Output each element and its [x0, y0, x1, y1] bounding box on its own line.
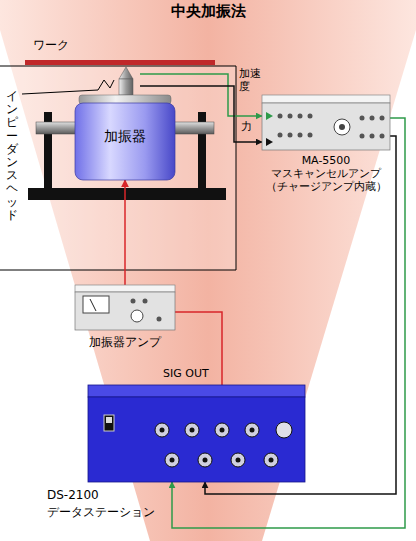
- bnc-connector: [165, 453, 179, 467]
- bnc-pin: [190, 428, 195, 433]
- mass-cancel-amplifier-shape: [262, 95, 390, 150]
- shaker-cylinder: [75, 103, 175, 180]
- output-jack: [360, 134, 365, 139]
- station-front: [88, 397, 305, 482]
- output-jack: [370, 134, 375, 139]
- dial-center: [339, 124, 345, 130]
- bnc-connector: [264, 453, 278, 467]
- node-label: （チャージアンプ内蔵）: [262, 180, 390, 193]
- amp-front: [75, 292, 175, 330]
- knob: [288, 133, 293, 138]
- data-station: DS-2100データステーション: [88, 385, 305, 482]
- bnc-pin: [269, 458, 274, 463]
- level-knob: [131, 310, 143, 322]
- power-switch: [104, 415, 114, 431]
- node-label: MA-5500: [262, 154, 390, 167]
- base-plate: [28, 188, 226, 200]
- output-jack: [380, 116, 385, 121]
- bnc-pin: [236, 458, 241, 463]
- input-jack: [266, 112, 273, 120]
- dial: [334, 119, 350, 135]
- knob: [298, 133, 303, 138]
- bnc-connector: [198, 453, 212, 467]
- bnc-connector: [185, 423, 199, 437]
- knob: [308, 133, 313, 138]
- shaker-body: 加振器: [75, 95, 175, 180]
- node-label: データステーション: [47, 505, 155, 519]
- work-bar-shape: [25, 60, 215, 65]
- station-top: [88, 385, 305, 397]
- output-jack: [370, 116, 375, 121]
- node-label: 加振器アンプ: [75, 335, 175, 349]
- meter-needle: [90, 299, 96, 311]
- shaker-amplifier-shape: [75, 285, 175, 330]
- bnc-connector: [276, 422, 292, 438]
- title: 中央加振法: [0, 2, 416, 21]
- impedance-head: インピーダンスヘッド: [112, 66, 140, 95]
- knob: [143, 299, 148, 304]
- knob: [278, 114, 283, 119]
- amp-top: [75, 285, 175, 292]
- knob: [278, 133, 283, 138]
- node-label: ワーク: [33, 38, 69, 52]
- output-jack: [360, 116, 365, 121]
- node-label: DS-2100: [47, 488, 99, 502]
- signal-label: SIG OUT: [163, 368, 209, 381]
- knob: [288, 114, 293, 119]
- bnc-pin: [160, 428, 165, 433]
- signal-label: 加速度: [239, 68, 263, 93]
- work-plate: [25, 60, 215, 65]
- head-body: [119, 79, 133, 95]
- signal-label: 力: [241, 121, 252, 134]
- input-jack: [266, 138, 273, 146]
- amp-front: [262, 103, 390, 150]
- mass-cancel-amplifier: MA-5500マスキャンセルアンプ（チャージアンプ内蔵）: [262, 95, 390, 150]
- bnc-pin: [220, 428, 225, 433]
- output-jack: [380, 134, 385, 139]
- node-label: マスキャンセルアンプ: [262, 167, 390, 180]
- shaker-amplifier: 加振器アンプ: [75, 285, 175, 330]
- node-label: インピーダンスヘッド: [6, 90, 18, 222]
- fixture-frame: [0, 66, 236, 270]
- bnc-connector: [155, 423, 169, 437]
- bnc-connector: [215, 423, 229, 437]
- data-station-shape: [88, 385, 305, 482]
- bnc-connector: [245, 423, 259, 437]
- amp-top: [262, 95, 390, 103]
- knob: [157, 317, 162, 322]
- signal-cable: [124, 180, 126, 285]
- meter: [83, 296, 109, 313]
- node-label: 加振器: [75, 128, 175, 145]
- knob: [298, 114, 303, 119]
- knob: [131, 299, 136, 304]
- bnc-pin: [203, 458, 208, 463]
- bnc-pin: [170, 458, 175, 463]
- leader-line: [22, 80, 114, 94]
- bnc-pin: [250, 428, 255, 433]
- power-rocker: [106, 417, 112, 423]
- impedance-head-shape: [112, 66, 140, 95]
- head-tip: [119, 67, 133, 79]
- bnc-connector: [231, 453, 245, 467]
- knob: [308, 114, 313, 119]
- work-bar: ワーク: [25, 60, 215, 65]
